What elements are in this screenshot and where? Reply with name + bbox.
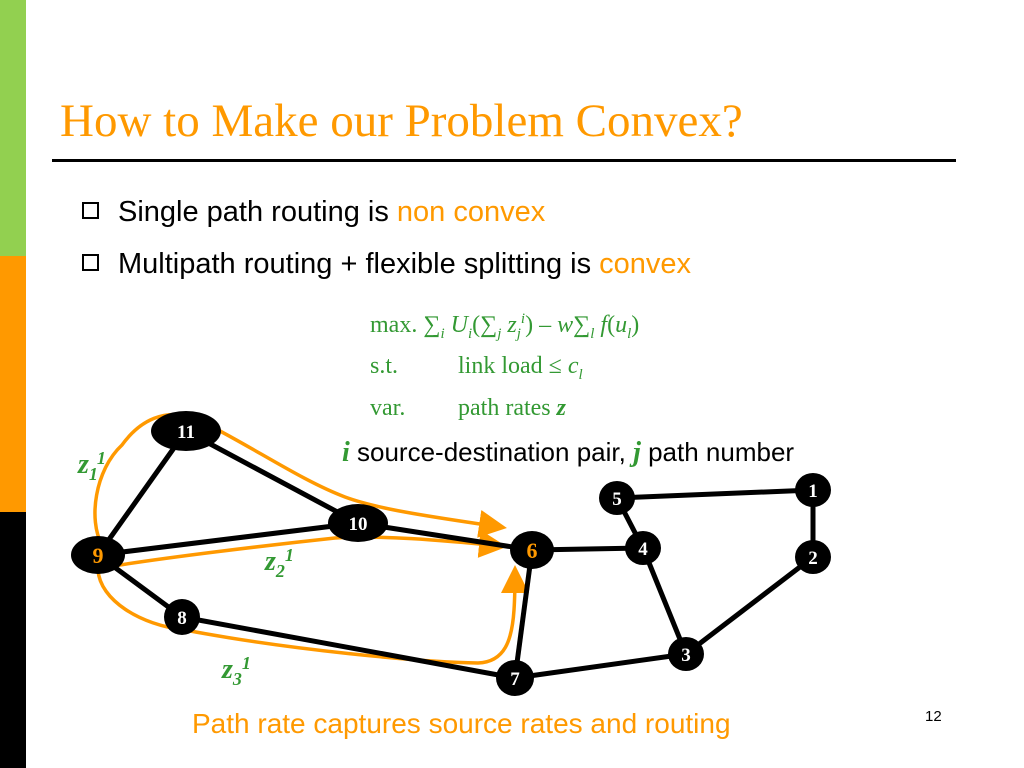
bullet-highlight: non convex	[396, 196, 546, 228]
edge-8-7	[181, 614, 516, 681]
node-1: 1	[795, 473, 831, 507]
svg-text:10: 10	[349, 514, 368, 535]
edge-9-10	[97, 520, 359, 558]
capacity-symbol: cl	[567, 353, 583, 383]
edge-11-10	[184, 428, 360, 526]
constraint-label: s.t.	[370, 353, 399, 379]
path-label-z3: z31	[221, 653, 251, 689]
side-bar-black	[0, 512, 26, 768]
bullet-multipath: Multipath routing + flexible splitting i…	[82, 248, 691, 281]
edge-2-3	[684, 555, 815, 656]
slide-title: How to Make our Problem Convex?	[60, 95, 743, 147]
variable-text: path rates	[458, 395, 551, 421]
side-bar-orange	[0, 256, 26, 512]
edge-3-4	[640, 547, 689, 655]
square-bullet-icon	[82, 202, 99, 219]
bullet-highlight: convex	[599, 248, 692, 280]
svg-text:1: 1	[808, 481, 818, 502]
svg-text:4: 4	[638, 539, 648, 560]
svg-text:11: 11	[177, 422, 195, 443]
node-9: 9	[71, 536, 125, 574]
path-z3-route	[96, 565, 529, 665]
footer-caption: Path rate captures source rates and rout…	[192, 708, 731, 739]
node-7: 7	[496, 660, 534, 696]
page-number: 12	[925, 708, 942, 725]
path-z2-route	[107, 529, 507, 569]
objective-formula: ∑i Ui(∑j zji) – w∑l f(ul)	[423, 311, 640, 342]
square-bullet-icon	[82, 254, 99, 271]
node-3: 3	[668, 637, 704, 671]
edge-7-6	[512, 549, 535, 679]
node-8: 8	[164, 599, 200, 635]
svg-text:7: 7	[510, 669, 520, 690]
svg-text:8: 8	[177, 608, 187, 629]
bullet-text: Multipath routing + flexible splitting i…	[118, 248, 600, 280]
variable-line: var. path rates z	[370, 395, 566, 422]
index-legend: i source-destination pair, j path number	[342, 437, 794, 469]
variable-symbol: z	[556, 395, 566, 421]
objective-line: max. ∑i Ui(∑j zji) – w∑l f(ul)	[370, 311, 639, 343]
objective-label: max.	[370, 312, 418, 338]
node-5: 5	[599, 481, 635, 515]
edge-9-11	[95, 429, 189, 557]
legend-j-text: path number	[648, 437, 795, 467]
svg-text:9: 9	[93, 543, 104, 568]
bullet-text: Single path routing is	[118, 196, 397, 228]
node-2: 2	[795, 540, 831, 574]
variable-label: var.	[370, 395, 406, 421]
node-4: 4	[625, 531, 661, 565]
path-label-z2: z21	[264, 545, 294, 581]
title-underline	[52, 159, 956, 162]
side-bar-green	[0, 0, 26, 256]
node-11: 11	[151, 411, 221, 451]
svg-text:6: 6	[527, 538, 538, 563]
constraint-line: s.t. link load ≤ cl	[370, 353, 583, 384]
node-10: 10	[328, 504, 388, 542]
svg-text:2: 2	[808, 548, 818, 569]
bullet-single-path: Single path routing is non convex	[82, 196, 545, 229]
legend-i-text: source-destination pair,	[357, 437, 626, 467]
constraint-text: link load ≤	[458, 353, 562, 379]
node-6: 6	[510, 531, 554, 569]
edge-7-3	[514, 651, 687, 681]
edge-5-1	[616, 487, 814, 501]
i-symbol: i	[342, 437, 350, 468]
j-symbol: j	[633, 437, 641, 468]
svg-text:3: 3	[681, 645, 691, 666]
svg-text:5: 5	[612, 489, 622, 510]
path-label-z1: z11	[77, 448, 106, 484]
